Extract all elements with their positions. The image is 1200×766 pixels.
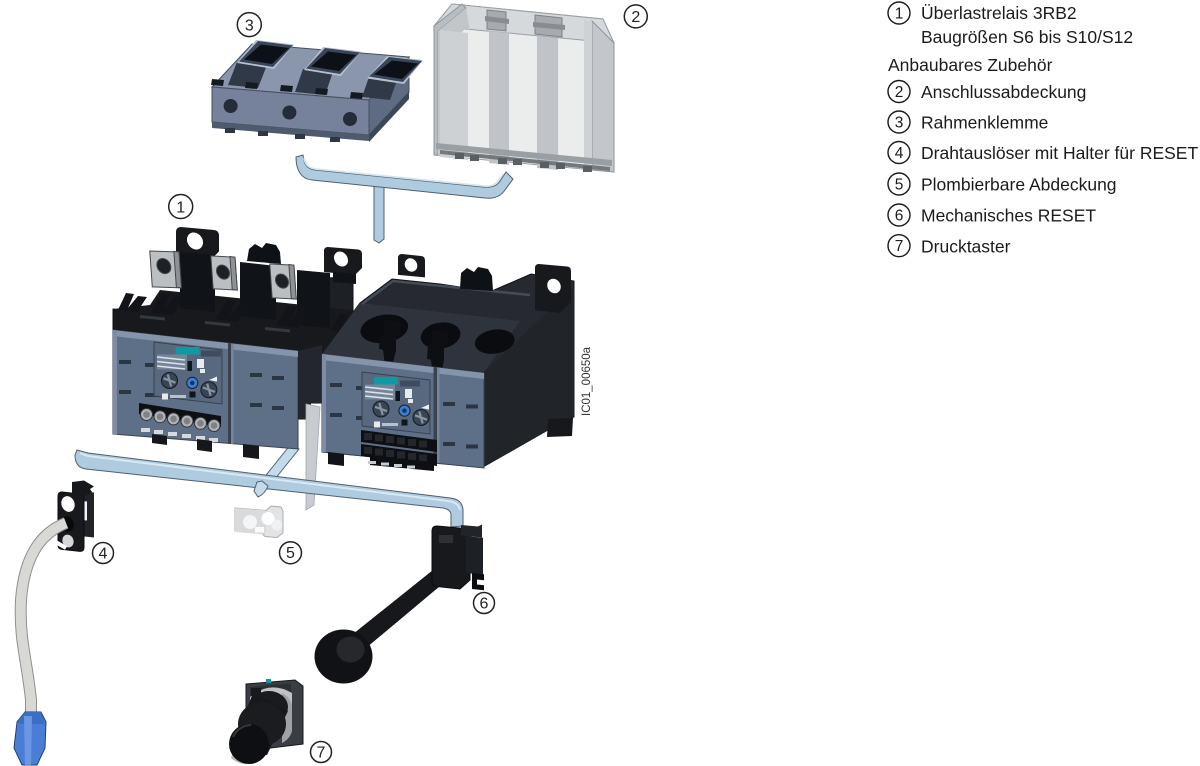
svg-text:Drucktaster: Drucktaster xyxy=(921,237,1011,257)
svg-text:1: 1 xyxy=(176,199,185,216)
svg-text:7: 7 xyxy=(895,238,904,255)
svg-text:3: 3 xyxy=(245,17,254,34)
svg-text:5: 5 xyxy=(286,545,295,562)
svg-text:Mechanisches RESET: Mechanisches RESET xyxy=(921,206,1096,226)
svg-text:6: 6 xyxy=(895,208,904,225)
svg-text:2: 2 xyxy=(631,9,640,26)
svg-text:1: 1 xyxy=(895,6,904,23)
svg-text:4: 4 xyxy=(99,546,108,563)
svg-text:Anschlussabdeckung: Anschlussabdeckung xyxy=(921,82,1086,102)
svg-text:6: 6 xyxy=(480,596,489,613)
svg-text:Anbaubares Zubehör: Anbaubares Zubehör xyxy=(888,55,1053,75)
svg-text:3: 3 xyxy=(895,115,904,132)
svg-text:5: 5 xyxy=(895,177,904,194)
svg-text:7: 7 xyxy=(317,745,326,762)
svg-text:2: 2 xyxy=(895,84,904,101)
svg-text:Überlastrelais 3RB2: Überlastrelais 3RB2 xyxy=(921,3,1077,23)
svg-text:Plombierbare Abdeckung: Plombierbare Abdeckung xyxy=(921,175,1117,195)
svg-text:Drahtauslöser mit Halter für R: Drahtauslöser mit Halter für RESET xyxy=(921,143,1198,163)
svg-text:Rahmenklemme: Rahmenklemme xyxy=(921,113,1048,133)
svg-text:IC01_00650a: IC01_00650a xyxy=(581,346,593,416)
svg-text:Baugrößen S6 bis S10/S12: Baugrößen S6 bis S10/S12 xyxy=(921,27,1133,47)
svg-text:4: 4 xyxy=(895,145,904,162)
